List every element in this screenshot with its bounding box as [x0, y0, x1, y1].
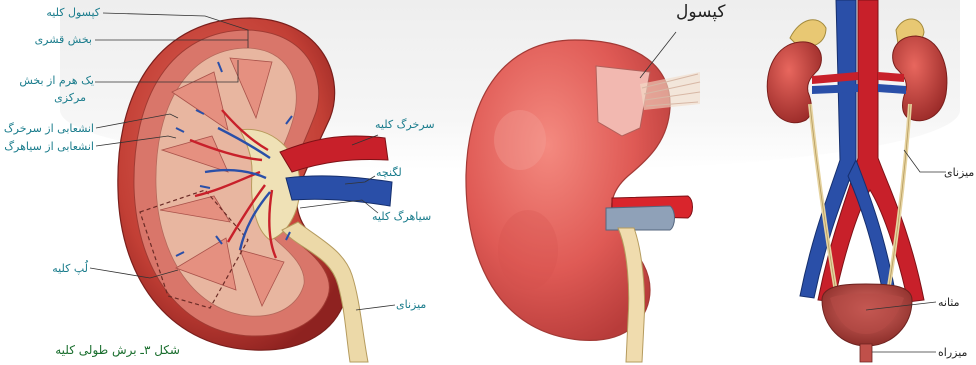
kidney-external-middle [466, 40, 700, 362]
label-renal-vein: سیاهرگ کلیه [372, 210, 436, 223]
label-kidney-lobe: لُپ کلیه [34, 262, 88, 275]
renal-vein [286, 176, 392, 206]
label-vein-branch: انشعابی از سیاهرگ [2, 140, 94, 153]
label-cortex: بخش قشری [38, 33, 92, 46]
kidney-section-left [118, 18, 392, 362]
label-renal-artery: سرخرگ کلیه [375, 118, 435, 131]
urinary-system-right [767, 0, 947, 362]
label-capsule-middle: کپسول [676, 6, 736, 19]
label-kidney-capsule: کپسول کلیه [38, 6, 100, 19]
label-pyramid-line1: یک هرم از بخش [14, 74, 94, 87]
label-ureter-right: میزنای [944, 166, 976, 179]
vein-middle [606, 206, 675, 230]
label-ureter-left: میزنای [396, 298, 436, 311]
figure-caption: شکل ۳ـ برش طولی کلیه [40, 344, 180, 357]
label-urethra: میزراه [938, 346, 974, 359]
label-renal-pelvis: لگنچه [376, 166, 416, 179]
urethra [860, 344, 872, 362]
label-bladder: مثانه [938, 296, 974, 309]
label-pyramid-line2: مرکزی [14, 91, 86, 104]
label-artery-branch: انشعابی از سرخرگ [2, 122, 94, 135]
